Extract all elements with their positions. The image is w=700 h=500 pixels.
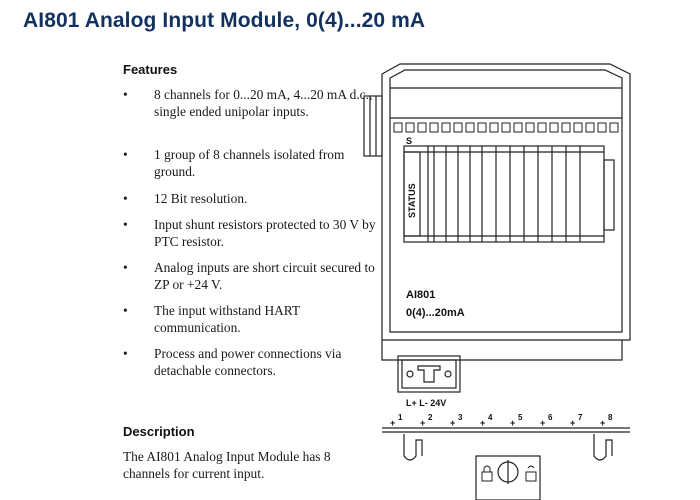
side-tab [363, 95, 383, 157]
padlock-icon [481, 465, 537, 482]
channel-number: 1 [398, 413, 403, 422]
module-illustration: S STATUS AI801 0(4)...20mA L+ L- 24V + 1… [360, 60, 650, 500]
feature-text: Input shunt resistors protected to 30 V … [154, 217, 376, 250]
status-led-strip [403, 151, 421, 237]
feature-text: 12 Bit resolution. [154, 191, 248, 206]
module-model-label: AI801 [406, 289, 435, 301]
channel-polarity: + [570, 418, 575, 428]
channel-number: 4 [488, 413, 493, 422]
feature-text: Analog inputs are short circuit secured … [154, 260, 375, 293]
channel-polarity: + [480, 418, 485, 428]
bullet: • [123, 260, 128, 275]
feature-text: 8 channels for 0...20 mA, 4...20 mA d.c.… [154, 87, 373, 120]
feature-text: 1 group of 8 channels isolated from grou… [154, 147, 345, 180]
bullet: • [123, 147, 128, 162]
channel-polarity: + [540, 418, 545, 428]
features-heading: Features [123, 62, 178, 77]
page-title: AI801 Analog Input Module, 0(4)...20 mA [23, 9, 426, 32]
channel-terminals: + 1 + 2 + 3 + 4 + 5 + 6 + 7 + 8 [390, 413, 613, 428]
channel-number: 7 [578, 413, 583, 422]
description-text: The AI801 Analog Input Module has 8 chan… [123, 449, 331, 482]
left-foot [403, 434, 423, 461]
bullet: • [123, 303, 128, 318]
power-connector [397, 355, 461, 393]
bullet: • [123, 191, 128, 206]
channel-polarity: + [420, 418, 425, 428]
channel-number: 6 [548, 413, 553, 422]
channel-polarity: + [510, 418, 515, 428]
right-foot [593, 434, 613, 461]
ai801-module-drawing: S STATUS AI801 0(4)...20mA L+ L- 24V + 1… [363, 63, 631, 500]
channel-polarity: + [450, 418, 455, 428]
bullet: • [123, 87, 128, 102]
channel-number: 5 [518, 413, 523, 422]
channel-polarity: + [390, 418, 395, 428]
feature-text: The input withstand HART communication. [154, 303, 300, 336]
module-range-label: 0(4)...20mA [406, 307, 465, 319]
bullet: • [123, 217, 128, 232]
status-label: STATUS [407, 183, 417, 218]
channel-number: 8 [608, 413, 613, 422]
lock-housing [475, 455, 541, 500]
channel-polarity: + [600, 418, 605, 428]
s-label: S [406, 136, 412, 146]
feature-text: Process and power connections via detach… [154, 346, 342, 379]
channel-number: 2 [428, 413, 433, 422]
bullet: • [123, 346, 128, 361]
description-heading: Description [123, 424, 195, 439]
channel-number: 3 [458, 413, 463, 422]
module-inner-outline [389, 69, 623, 333]
power-label: L+ L- 24V [406, 398, 446, 408]
